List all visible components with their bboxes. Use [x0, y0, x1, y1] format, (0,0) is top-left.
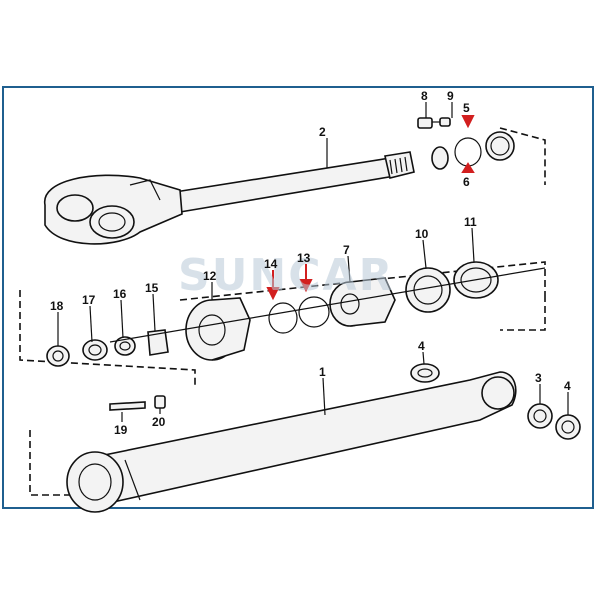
- callout-label: 1: [319, 365, 326, 379]
- cylinder-barrel-part: [66, 363, 581, 513]
- callout-label: 11: [464, 215, 477, 229]
- guide-line-top: [499, 127, 546, 185]
- callout-label: 9: [447, 89, 454, 103]
- guide-line-bottom-left: [29, 430, 75, 496]
- callout-label: 20: [152, 415, 166, 429]
- guide-line-left: [19, 290, 196, 385]
- callout-label: 7: [343, 243, 350, 257]
- callout-label: 5: [463, 101, 470, 115]
- callout-label: 16: [113, 287, 127, 301]
- callout-label: 6: [463, 175, 470, 189]
- callout-labels: 2 1 3 4 4 5 6 7 8 9 10 11 12 13 14 15 16…: [50, 89, 571, 437]
- callout-label: 12: [203, 269, 217, 283]
- screw-and-nipple-parts: [417, 117, 451, 129]
- callout-label: 8: [421, 89, 428, 103]
- watermark-text: SUNCAR: [178, 250, 394, 301]
- callout-label: 18: [50, 299, 64, 313]
- callout-label: 17: [82, 293, 96, 307]
- callout-label: 4: [564, 379, 571, 393]
- callout-leader-lines: [57, 102, 569, 422]
- callout-label: 3: [535, 371, 542, 385]
- piston-rod-part: [44, 151, 415, 245]
- callout-label: 15: [145, 281, 159, 295]
- rod-seal-parts: [431, 131, 515, 170]
- callout-label: 19: [114, 423, 128, 437]
- highlight-arrows: [266, 115, 475, 301]
- callout-label: 13: [297, 251, 311, 265]
- callout-label: 14: [264, 257, 278, 271]
- guide-line-middle: [179, 261, 546, 301]
- piston-assembly-parts: [46, 261, 546, 367]
- callout-label: 10: [415, 227, 429, 241]
- callout-label: 2: [319, 125, 326, 139]
- callout-label: 4: [418, 339, 425, 353]
- guide-line-right: [500, 295, 546, 331]
